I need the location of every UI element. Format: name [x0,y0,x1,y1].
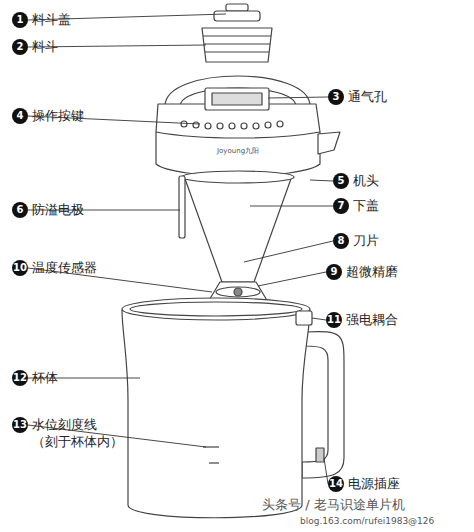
part-name: 电源插座 [348,475,400,492]
callout-digit: 4 [12,108,28,124]
part-name: 超微精磨 [346,263,398,280]
callout-number: 14电源插座 [328,476,344,492]
part-name: 杯体 [32,369,58,386]
leader-lines [28,14,333,484]
callout-digit: 1 [12,12,28,28]
part-name: 操作按键 [32,107,84,124]
callout-digit: 12 [12,370,28,386]
callout-digit: 10 [12,260,28,276]
callout-number: 11强电耦合 [326,312,342,328]
water-level-marks [203,447,219,463]
callout-number: 13水位刻度线 （刻于杯体内） [12,417,28,433]
part-name: 刀片 [353,232,379,249]
part-name: 防溢电极 [32,201,84,218]
brand-logo: Joyoung九阳 [217,146,259,156]
callout-number: 7下盖 [333,198,349,214]
overflow-electrode [179,176,185,238]
callout-digit: 3 [328,89,344,105]
callout-digit: 6 [12,202,28,218]
callout-number: 8刀片 [333,233,349,249]
callout-number: 6防溢电极 [12,202,28,218]
callout-number: 9超微精磨 [326,264,342,280]
part-name: 温度传感器 [32,259,97,276]
callout-number: 10温度传感器 [12,260,28,276]
callout-number: 3通气孔 [328,89,344,105]
callout-digit: 13 [12,417,28,433]
part-name: 水位刻度线 （刻于杯体内） [32,416,124,450]
callout-digit: 7 [333,198,349,214]
callout-digit: 2 [12,39,28,55]
callout-number: 2料斗 [12,39,28,55]
part-name: 料斗盖 [32,11,71,28]
part-name: 机头 [353,172,379,189]
part-name: 通气孔 [348,88,387,105]
part-name: 下盖 [353,197,379,214]
callout-number: 12杯体 [12,370,28,386]
watermark-url: blog.163.com/rufei1983@126 [300,516,434,526]
callout-number: 1料斗盖 [12,12,28,28]
callout-number: 5机头 [333,173,349,189]
watermark: 头条号 / 老马识途单片机 [262,496,405,514]
callout-digit: 5 [333,173,349,189]
hopper [202,28,272,62]
machine-head [156,76,340,176]
lower-cover [182,171,294,282]
hopper-lid [214,4,260,21]
callout-number: 4操作按键 [12,108,28,124]
callout-digit: 14 [328,476,344,492]
callout-digit: 11 [326,312,342,328]
part-name: 强电耦合 [346,311,398,328]
cup-body [122,298,344,518]
callout-digit: 9 [326,264,342,280]
callout-digit: 8 [333,233,349,249]
part-name: 料斗 [32,38,58,55]
